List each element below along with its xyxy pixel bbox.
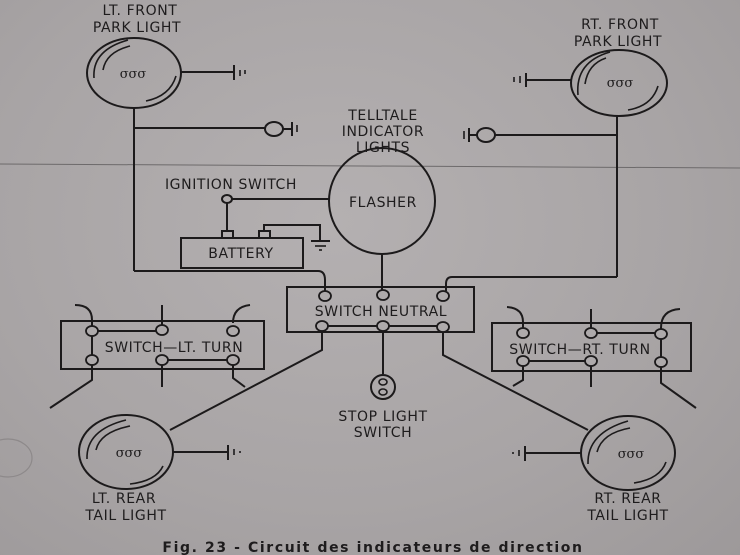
switch-neutral-label: SWITCH NEUTRAL	[315, 304, 447, 320]
stop-light-label-1: STOP LIGHT	[338, 409, 427, 425]
switch-rt-turn: SWITCH—RT. TURN	[491, 306, 697, 409]
rt-telltale-lamp-icon	[476, 127, 496, 143]
rt-rear-label-2: TAIL LIGHT	[586, 508, 668, 524]
lamp-reflection	[633, 461, 667, 484]
terminal	[85, 354, 99, 366]
lamp-reflection	[95, 425, 131, 451]
lt-rear-label-2: TAIL LIGHT	[84, 508, 166, 524]
rt-front-park-label-1: RT. FRONT	[581, 17, 659, 33]
flasher: FLASHER	[328, 147, 436, 255]
ghost-mark	[0, 438, 33, 478]
terminal	[226, 354, 240, 366]
flasher-label: FLASHER	[349, 195, 417, 211]
lamp-reflection	[145, 75, 177, 102]
lamp-reflection	[93, 39, 129, 79]
terminal	[436, 321, 450, 333]
rt-rear-tail-light: σσσ RT. REAR TAIL LIGHT	[512, 415, 676, 524]
switch-rt-turn-label: SWITCH—RT. TURN	[509, 342, 650, 358]
battery-terminal-pos	[221, 230, 234, 239]
lamp-bulb-icon: σσσ	[607, 76, 634, 91]
terminal	[155, 324, 169, 336]
lamp-reflection	[577, 51, 611, 96]
lamp-reflection	[627, 85, 659, 111]
switch-lt-turn-label: SWITCH—LT. TURN	[105, 340, 244, 356]
page-fold-line	[0, 163, 740, 169]
rt-front-park-light: RT. FRONT PARK LIGHT σσσ	[513, 17, 668, 117]
terminal	[376, 320, 390, 332]
lamp-reflection	[596, 427, 631, 453]
lamp-bulb-icon: σσσ	[120, 67, 147, 82]
rt-front-park-label-2: PARK LIGHT	[574, 34, 662, 50]
telltale-label-2: INDICATOR	[342, 124, 424, 140]
terminal	[155, 354, 169, 366]
lamp-reflection	[102, 45, 131, 71]
battery	[180, 237, 304, 269]
terminal	[654, 328, 668, 340]
battery-terminal-neg	[258, 230, 271, 239]
ignition-switch-label: IGNITION SWITCH	[165, 177, 297, 193]
lamp-reflection	[86, 419, 127, 460]
ignition-switch-terminal	[221, 194, 233, 204]
terminal	[654, 356, 668, 368]
lamp-bulb-icon: σσσ	[618, 447, 645, 462]
switch-neutral-box	[286, 286, 475, 333]
lt-front-park-light: LT. FRONT PARK LIGHT σσσ	[86, 3, 246, 109]
terminal	[584, 355, 598, 367]
lamp-reflection	[584, 57, 607, 85]
terminal	[226, 325, 240, 337]
figure-caption: Fig. 23 - Circuit des indicateurs de dir…	[162, 540, 583, 555]
lamp-reflection	[587, 420, 629, 465]
terminal	[376, 289, 390, 301]
switch-lt-turn: SWITCH—LT. TURN	[49, 304, 265, 409]
switch-neutral: SWITCH NEUTRAL	[286, 286, 475, 333]
terminal	[516, 355, 530, 367]
terminal	[318, 290, 332, 302]
terminal	[315, 320, 329, 332]
stop-light-label-2: SWITCH	[354, 425, 413, 441]
terminal	[516, 327, 530, 339]
lt-rear-tail-light: σσσ LT. REAR TAIL LIGHT	[78, 414, 241, 524]
terminal	[584, 327, 598, 339]
lamp-bulb-icon: σσσ	[116, 446, 143, 461]
stop-light-switch	[370, 374, 396, 400]
battery-label: BATTERY	[208, 246, 273, 262]
lt-front-park-label-2: PARK LIGHT	[93, 20, 181, 36]
lamp-reflection	[129, 465, 164, 485]
rt-rear-label-1: RT. REAR	[594, 491, 661, 507]
lt-telltale-lamp-icon	[264, 121, 284, 137]
terminal	[436, 290, 450, 302]
lamp-housing	[570, 49, 668, 117]
lt-rear-label-1: LT. REAR	[92, 491, 156, 507]
lt-front-park-label-1: LT. FRONT	[103, 3, 178, 19]
terminal	[85, 325, 99, 337]
telltale-label-1: TELLTALE	[347, 108, 418, 124]
